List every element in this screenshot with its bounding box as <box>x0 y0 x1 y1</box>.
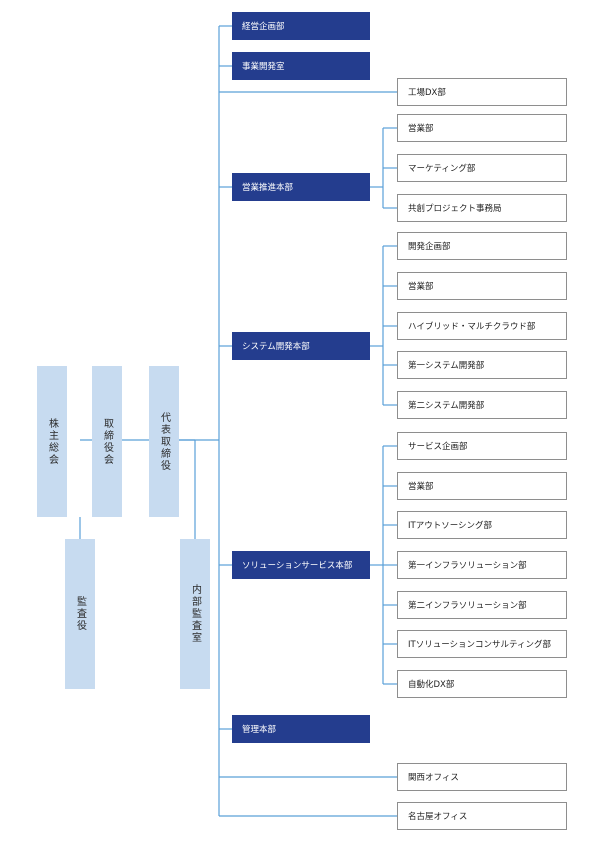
dept-it-solution-consulting: ITソリューションコンサルティング部 <box>397 630 567 658</box>
division-business-development: 事業開発室 <box>232 52 370 80</box>
shareholders-meeting-box: 株主総会 <box>37 366 67 517</box>
dept-infra-solution-1: 第一インフラソリューション部 <box>397 551 567 579</box>
dept-dev-planning: 開発企画部 <box>397 232 567 260</box>
board-of-directors-box: 取締役会 <box>92 366 122 517</box>
dept-hybrid-multicloud: ハイブリッド・マルチクラウド部 <box>397 312 567 340</box>
internal-audit-box: 内部監査室 <box>180 539 210 689</box>
division-solution-service: ソリューションサービス本部 <box>232 551 370 579</box>
dept-it-outsourcing: ITアウトソーシング部 <box>397 511 567 539</box>
representative-director-box: 代表取締役 <box>149 366 179 517</box>
dept-system-dev-2: 第二システム開発部 <box>397 391 567 419</box>
dept-sales-2: 営業部 <box>397 272 567 300</box>
dept-automation-dx: 自動化DX部 <box>397 670 567 698</box>
dept-sales-3: 営業部 <box>397 472 567 500</box>
division-system-development: システム開発本部 <box>232 332 370 360</box>
dept-co-creation-project: 共創プロジェクト事務局 <box>397 194 567 222</box>
division-administration: 管理本部 <box>232 715 370 743</box>
office-kansai: 関西オフィス <box>397 763 567 791</box>
office-nagoya: 名古屋オフィス <box>397 802 567 830</box>
auditor-box: 監査役 <box>65 539 95 689</box>
division-sales-promotion: 営業推進本部 <box>232 173 370 201</box>
dept-system-dev-1: 第一システム開発部 <box>397 351 567 379</box>
dept-service-planning: サービス企画部 <box>397 432 567 460</box>
dept-infra-solution-2: 第二インフラソリューション部 <box>397 591 567 619</box>
dept-sales-1: 営業部 <box>397 114 567 142</box>
dept-marketing: マーケティング部 <box>397 154 567 182</box>
division-factory-dx: 工場DX部 <box>397 78 567 106</box>
division-management-planning: 経営企画部 <box>232 12 370 40</box>
